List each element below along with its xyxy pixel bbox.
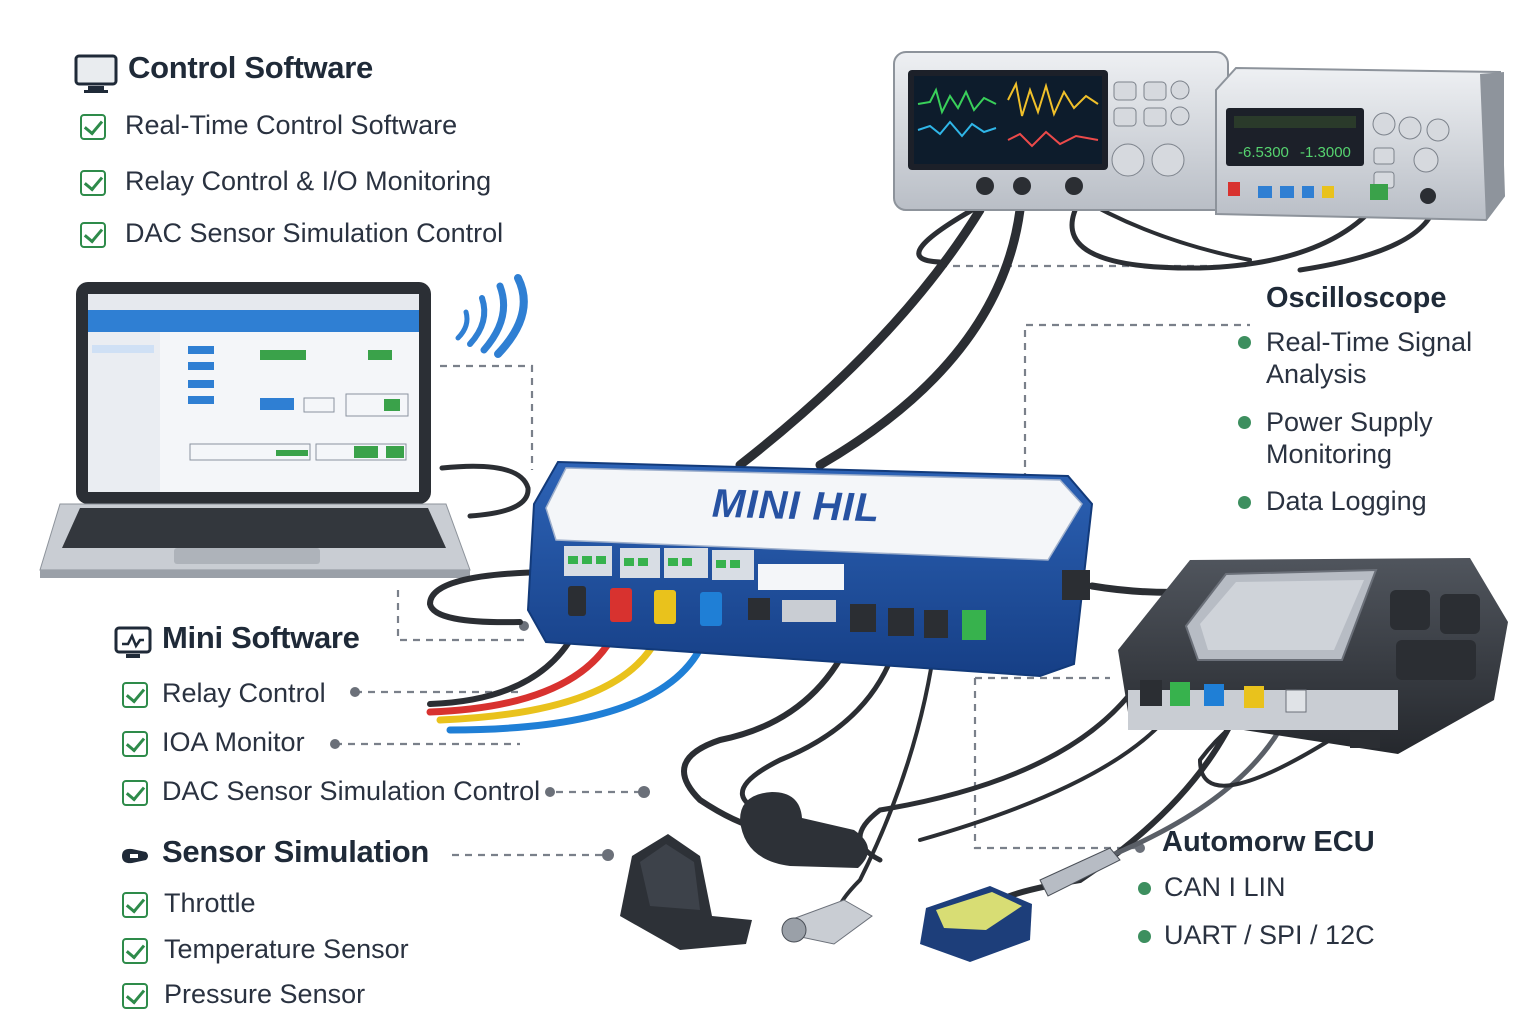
sensor-simulation-item <box>122 938 148 969</box>
monitor-icon <box>74 54 118 93</box>
bullet-dot <box>1238 416 1251 434</box>
psu-readout-2: -1.3000 <box>1300 144 1351 161</box>
check-icon <box>122 892 148 918</box>
power-supply-device: -6.5300 -1.3000 <box>1215 66 1506 222</box>
bullet-dot <box>1138 882 1151 900</box>
control-software-title: Control Software <box>128 50 373 85</box>
check-icon <box>122 983 148 1009</box>
sensor-simulation-item-label: Throttle <box>164 888 256 918</box>
mini-software-item <box>122 731 148 762</box>
check-icon <box>80 222 106 248</box>
oscilloscope-title: Oscilloscope <box>1266 282 1447 314</box>
ecu-device <box>1118 558 1508 754</box>
psu-readout-1: -6.5300 <box>1238 144 1289 161</box>
check-icon <box>122 731 148 757</box>
control-software-item-label: DAC Sensor Simulation Control <box>125 218 504 248</box>
mini-software-item-label: DAC Sensor Simulation Control <box>162 776 541 806</box>
dashed-connectors <box>335 264 1250 857</box>
waveform-monitor-icon <box>114 626 152 665</box>
ecu-item-label: CAN I LIN <box>1164 872 1286 902</box>
ecu-title: Automorw ECU <box>1162 826 1375 858</box>
sensor-simulation-item-label: Pressure Sensor <box>164 979 366 1009</box>
sensor-simulation-item <box>122 892 148 923</box>
control-software-item-label: Relay Control & I/O Monitoring <box>125 166 492 196</box>
sensor-icon <box>120 846 152 871</box>
mini-software-item <box>122 780 148 811</box>
oscilloscope-device <box>893 51 1229 211</box>
mini-software-item <box>122 682 148 713</box>
control-software-item <box>80 170 106 201</box>
hil-box-label: MINI HIL <box>711 481 881 531</box>
check-icon <box>80 114 106 140</box>
control-software-item <box>80 114 106 145</box>
check-icon <box>80 170 106 196</box>
check-icon <box>122 682 148 708</box>
wireless-icon <box>455 274 528 358</box>
mini-software-item-label: Relay Control <box>162 678 326 708</box>
sensor-simulation-item-label: Temperature Sensor <box>164 934 409 964</box>
mini-software-title: Mini Software <box>162 620 360 655</box>
sensor-simulation-item <box>122 983 148 1014</box>
sensor-simulation-title: Sensor Simulation <box>162 834 430 869</box>
bullet-dot <box>1238 496 1251 514</box>
connector-dots <box>330 475 1145 861</box>
bullet-dot <box>1238 336 1251 354</box>
sensor-devices <box>620 792 1121 962</box>
mini-hil-box <box>526 460 1094 678</box>
oscilloscope-item-label: Data Logging <box>1266 486 1427 516</box>
oscilloscope-item-label: Power Supply Monitoring <box>1266 407 1433 469</box>
laptop <box>39 282 471 578</box>
oscilloscope-item-label: Real-Time Signal Analysis <box>1266 327 1473 389</box>
ecu-item-label: UART / SPI / 12C <box>1164 920 1375 950</box>
check-icon <box>122 938 148 964</box>
control-software-item-label: Real-Time Control Software <box>125 110 458 140</box>
bullet-dot <box>1138 930 1151 948</box>
mini-software-item-label: IOA Monitor <box>162 727 305 757</box>
control-software-item <box>80 222 106 253</box>
check-icon <box>122 780 148 806</box>
